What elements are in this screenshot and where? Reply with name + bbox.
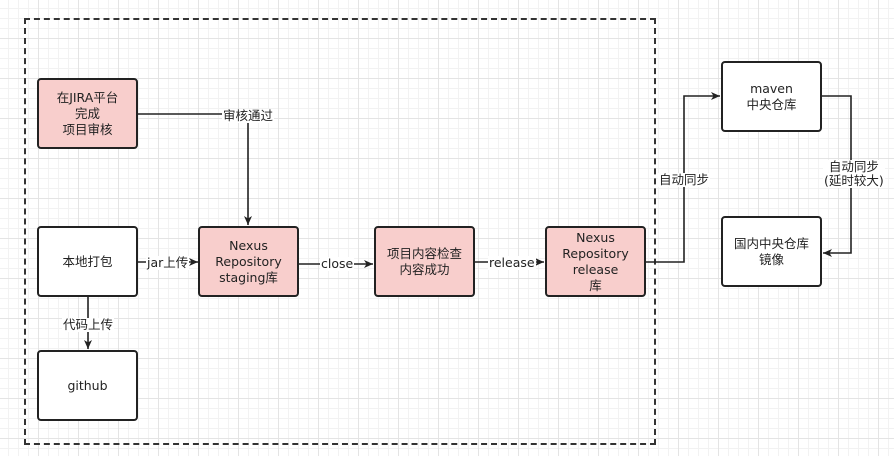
edge-jira-to-staging [137, 113, 252, 225]
label-release: release [488, 255, 536, 270]
label-review-passed: 审核通过 [222, 108, 275, 123]
local-package-node: 本地打包 [37, 226, 138, 297]
dashed-boundary [24, 18, 656, 445]
domestic-mirror-node: 国内中央仓库 镜像 [721, 216, 822, 287]
label-close: close [320, 256, 355, 271]
github-node: github [37, 350, 138, 421]
maven-central-node: maven 中央仓库 [721, 61, 822, 132]
nexus-release-node: Nexus Repository release 库 [545, 226, 646, 297]
label-auto-sync: 自动同步 [658, 172, 711, 187]
label-jar-upload: jar上传 [146, 255, 190, 270]
label-code-upload: 代码上传 [62, 317, 115, 332]
content-check-node: 项目内容检查 内容成功 [374, 226, 475, 297]
nexus-staging-node: Nexus Repository staging库 [198, 226, 299, 297]
label-auto-sync-delayed: 自动同步 (延时较大) [823, 159, 885, 188]
jira-review-node: 在JIRA平台 完成 项目审核 [37, 78, 138, 149]
